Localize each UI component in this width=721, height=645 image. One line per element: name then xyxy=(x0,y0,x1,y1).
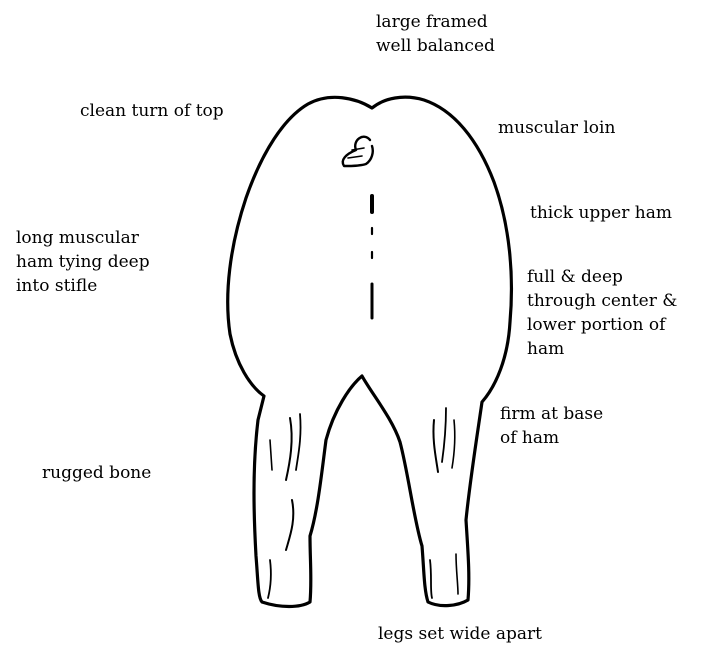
label-rugged-bone: rugged bone xyxy=(42,461,151,485)
body-outline xyxy=(228,97,512,606)
label-clean-turn-of-top: clean turn of top xyxy=(80,99,224,123)
label-thick-upper-ham: thick upper ham xyxy=(530,201,672,225)
left-leg-shading xyxy=(286,418,292,480)
label-full-deep-center: full & deep through center & lower porti… xyxy=(527,265,677,361)
label-legs-set-wide-apart: legs set wide apart xyxy=(378,622,542,645)
right-leg-shading xyxy=(433,420,438,472)
tail xyxy=(343,137,373,166)
label-large-framed: large framed well balanced xyxy=(376,10,495,58)
label-long-muscular-ham: long muscular ham tying deep into stifle xyxy=(16,226,150,298)
label-muscular-loin: muscular loin xyxy=(498,116,615,140)
label-firm-at-base: firm at base of ham xyxy=(500,402,603,450)
